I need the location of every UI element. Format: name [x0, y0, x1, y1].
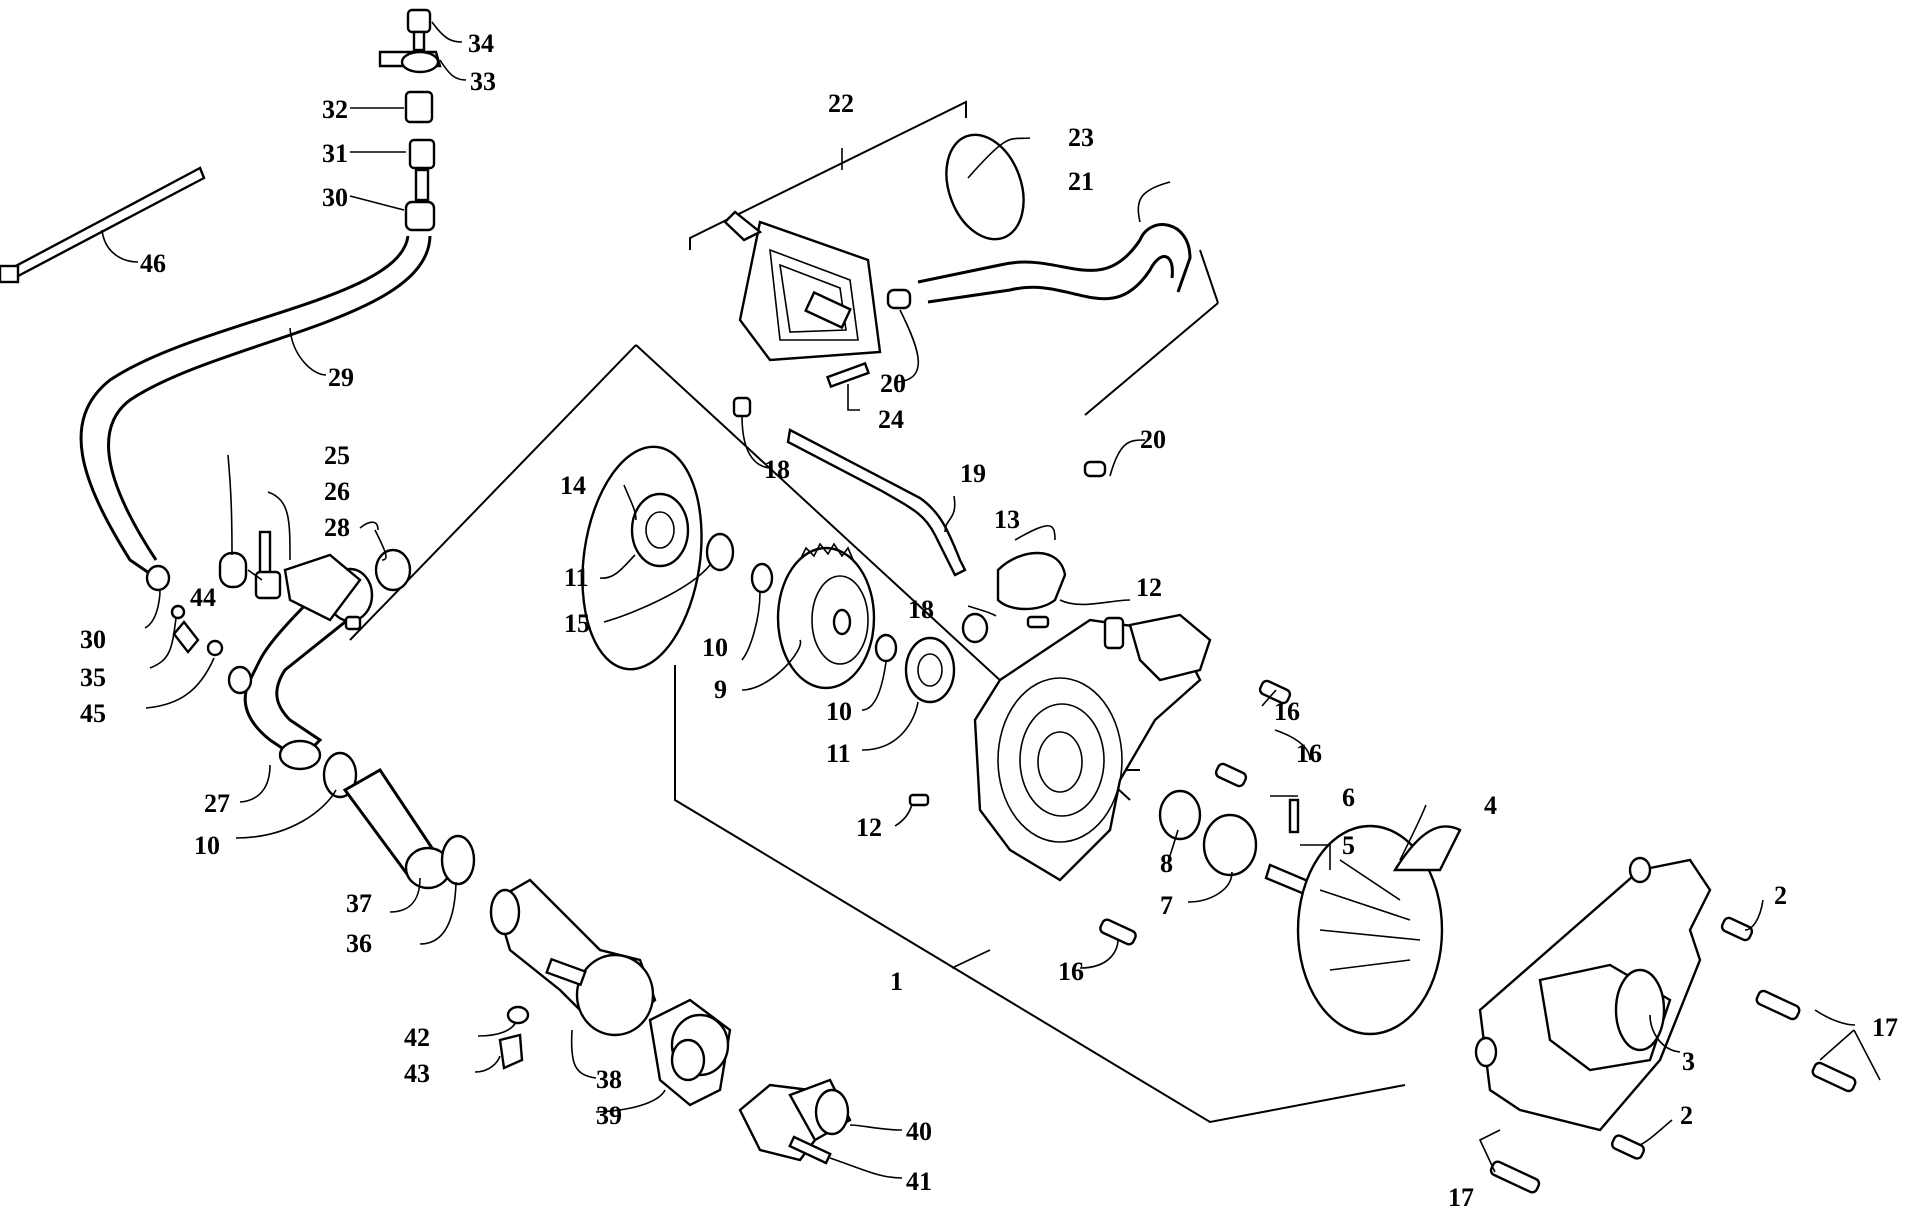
assembly-bracket-22	[689, 100, 967, 250]
water-pump-cover	[973, 613, 1212, 882]
callout-40: 40	[906, 1117, 932, 1146]
callout-25: 25	[324, 441, 350, 470]
callout-16-upper: 16	[1296, 739, 1322, 768]
drive-gear-9	[776, 542, 876, 690]
callout-15: 15	[564, 609, 590, 638]
tube-19	[786, 428, 967, 577]
callout-13: 13	[994, 505, 1020, 534]
callout-30-left: 30	[80, 625, 106, 654]
callout-18-mid: 18	[908, 595, 934, 624]
callout-37: 37	[346, 889, 372, 918]
callout-26: 26	[324, 477, 350, 506]
callout-9: 9	[714, 675, 727, 704]
callout-23: 23	[1068, 123, 1094, 152]
callout-35: 35	[80, 663, 106, 692]
callout-27: 27	[204, 789, 230, 818]
callout-14: 14	[560, 471, 586, 500]
callout-46: 46	[140, 249, 166, 278]
coupler-37-rings-10-36	[322, 751, 476, 890]
callout-17-right: 17	[1872, 1013, 1898, 1042]
washer-10-a	[750, 562, 774, 594]
small-fittings-30-35-45	[145, 564, 253, 695]
thermostat-cover-40-41	[738, 1078, 852, 1165]
clip-18-top	[732, 396, 752, 418]
clip-18-mid	[961, 612, 989, 644]
callout-20-top: 20	[880, 369, 906, 398]
snap-ring-15	[705, 532, 735, 572]
seal-8	[1158, 789, 1202, 841]
callout-44: 44	[190, 583, 216, 612]
callout-2-upper: 2	[1774, 881, 1787, 910]
hose-21	[917, 223, 1192, 304]
callout-3: 3	[1682, 1047, 1695, 1076]
callout-41: 41	[906, 1167, 932, 1196]
callout-8: 8	[1160, 849, 1173, 878]
callout-29: 29	[328, 363, 354, 392]
callout-20-right: 20	[1140, 425, 1166, 454]
dowel-12-lower	[908, 793, 930, 807]
callout-10-a: 10	[702, 633, 728, 662]
callout-42: 42	[404, 1023, 430, 1052]
thermostat-39	[648, 998, 732, 1107]
callout-18-top: 18	[764, 455, 790, 484]
gasket-13	[996, 551, 1067, 611]
callout-10-b: 10	[826, 697, 852, 726]
callout-10-c: 10	[194, 831, 220, 860]
bleed-fitting-stack	[378, 8, 442, 232]
callout-1: 1	[890, 967, 903, 996]
thermostat-housing-38	[489, 878, 657, 1037]
callout-31: 31	[322, 139, 348, 168]
callout-45: 45	[80, 699, 106, 728]
callout-6: 6	[1342, 783, 1355, 812]
pump-housing-3	[1474, 856, 1712, 1132]
callout-17-lower: 17	[1448, 1183, 1474, 1212]
leader-lines	[101, 21, 1881, 1179]
callout-7: 7	[1160, 891, 1173, 920]
callout-12-top: 12	[1136, 573, 1162, 602]
callout-16-lower: 16	[1058, 957, 1084, 986]
washer-10-b	[874, 633, 898, 663]
cable-tie-46	[0, 166, 206, 284]
mechanical-seal-7	[1202, 813, 1258, 877]
callout-22: 22	[828, 89, 854, 118]
elbow-bracket-25-28	[218, 530, 412, 631]
bearing-11-b	[904, 636, 956, 704]
bearing-11-a	[630, 492, 690, 568]
callout-labels: 34 33 32 31 30 46 29 22 23 21 20 24 20 1…	[80, 29, 1898, 1212]
callout-43: 43	[404, 1059, 430, 1088]
callout-38: 38	[596, 1065, 622, 1094]
callout-11-a: 11	[564, 563, 589, 592]
assembly-bracket-1	[349, 249, 1406, 1124]
callout-2-lower: 2	[1680, 1101, 1693, 1130]
callout-21: 21	[1068, 167, 1094, 196]
pin-6	[1288, 798, 1300, 834]
callout-32: 32	[322, 95, 348, 124]
impeller-4	[1296, 824, 1462, 1036]
clamp-20-top	[825, 288, 1107, 478]
callout-39: 39	[596, 1101, 622, 1130]
callout-5: 5	[1342, 831, 1355, 860]
sensor-42-43	[498, 1005, 530, 1070]
callout-24: 24	[878, 405, 904, 434]
callout-30-top: 30	[322, 183, 348, 212]
callout-4: 4	[1484, 791, 1497, 820]
hose-29	[79, 235, 432, 577]
callout-33: 33	[470, 67, 496, 96]
callout-12-lower: 12	[856, 813, 882, 842]
callout-11-b: 11	[826, 739, 851, 768]
oil-cooler-assembly-22	[723, 210, 882, 362]
callout-16-mid: 16	[1274, 697, 1300, 726]
callout-36: 36	[346, 929, 372, 958]
callout-34: 34	[468, 29, 494, 58]
callout-19: 19	[960, 459, 986, 488]
callout-28: 28	[324, 513, 350, 542]
o-ring-23	[945, 133, 1025, 241]
